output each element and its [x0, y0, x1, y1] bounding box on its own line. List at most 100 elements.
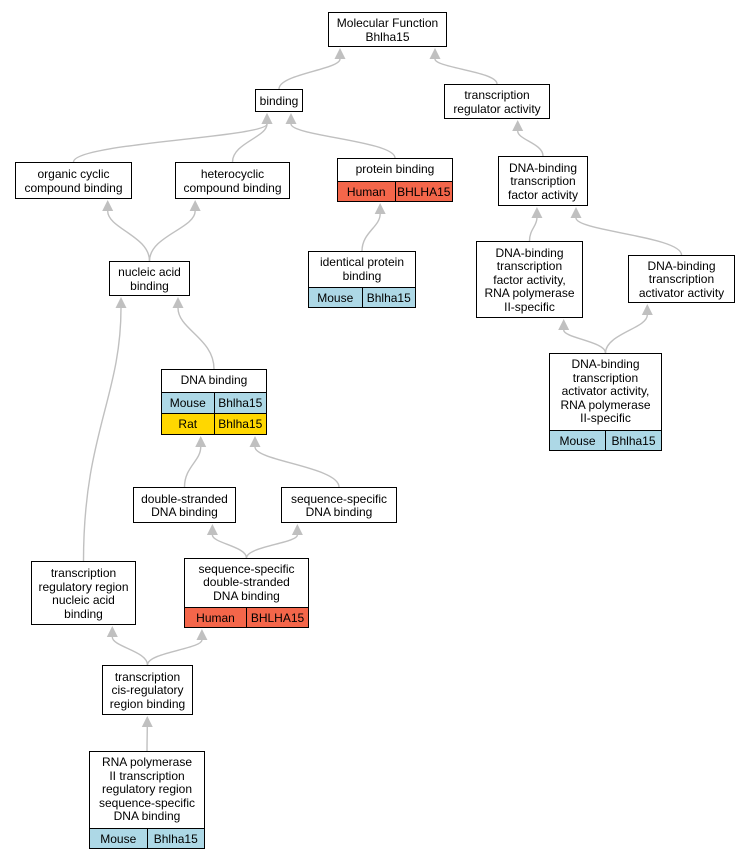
arrow-head-icon [206, 524, 218, 535]
go-term-label: binding [259, 93, 299, 108]
edge-line [575, 217, 683, 256]
go-term-node[interactable]: DNA-binding transcription factor activit… [498, 156, 588, 206]
arrow-head-icon [261, 113, 273, 124]
edge-line [177, 307, 215, 370]
edge-line [528, 217, 538, 242]
edge-line [82, 307, 122, 562]
go-term-node[interactable]: RNA polymerase II transcription regulato… [89, 751, 205, 849]
edge-line [254, 446, 340, 488]
gene-cell[interactable]: Bhlha15 [605, 431, 661, 450]
edge-line [72, 123, 268, 163]
go-term-node[interactable]: double-stranded DNA binding [133, 487, 236, 523]
arrow-head-icon [172, 297, 184, 308]
go-term-label: DNA-binding transcription activator acti… [638, 258, 725, 300]
go-term-label: transcription regulator activity [453, 88, 541, 116]
go-term-label: transcription cis-regulatory region bind… [109, 669, 186, 711]
edge-line [563, 329, 607, 354]
go-term-node[interactable]: DNA-binding transcription activator acti… [628, 255, 735, 303]
go-term-node[interactable]: transcription regulator activity [444, 84, 550, 119]
go-term-label: Molecular Function Bhlha15 [336, 16, 439, 44]
edge-line [278, 58, 341, 90]
edge-line [111, 636, 149, 666]
edge-line [231, 123, 268, 163]
arrow-head-icon [374, 203, 386, 214]
gene-cell[interactable]: Bhlha15 [361, 288, 415, 307]
edge-line [146, 639, 203, 666]
arrow-head-icon [196, 629, 208, 640]
species-cell: Human [185, 608, 246, 627]
go-term-label: DNA-binding transcription activator acti… [560, 357, 651, 426]
arrow-head-icon [291, 524, 303, 535]
edge-line [361, 213, 381, 252]
go-term-node[interactable]: nucleic acid binding [109, 261, 190, 296]
go-term-node[interactable]: binding [255, 89, 303, 112]
species-cell: Mouse [550, 431, 605, 450]
arrow-head-icon [106, 626, 118, 637]
arrow-head-icon [429, 48, 441, 59]
arrow-head-icon [141, 716, 153, 727]
go-term-node[interactable]: sequence-specific DNA binding [281, 487, 397, 523]
go-term-label: RNA polymerase II transcription regulato… [98, 755, 196, 824]
edge-line [183, 446, 202, 488]
go-term-label: organic cyclic compound binding [24, 167, 123, 195]
arrow-head-icon [641, 304, 653, 315]
edge-line [604, 314, 648, 354]
go-term-label: transcription regulatory region nucleic … [38, 566, 129, 621]
gene-cell[interactable]: Bhlha15 [213, 414, 266, 434]
edge-line [434, 58, 498, 85]
edge-line [290, 123, 396, 159]
go-term-label: nucleic acid binding [118, 265, 181, 293]
go-term-label: protein binding [355, 162, 435, 177]
go-term-label: double-stranded DNA binding [141, 491, 228, 519]
go-term-label: DNA-binding transcription factor activit… [507, 160, 579, 202]
arrow-head-icon [334, 48, 346, 59]
edge-line [517, 130, 544, 157]
arrow-head-icon [195, 436, 207, 447]
go-term-node[interactable]: DNA-binding transcription activator acti… [549, 353, 662, 451]
edge-line [245, 534, 299, 559]
go-term-label: identical protein binding [319, 255, 405, 283]
edge-line [148, 210, 196, 262]
gene-cell[interactable]: BHLHA15 [246, 608, 308, 627]
arrow-head-icon [249, 436, 261, 447]
go-term-label: DNA-binding transcription factor activit… [484, 245, 575, 314]
go-term-node[interactable]: DNA-binding transcription factor activit… [476, 241, 583, 318]
arrow-head-icon [102, 200, 114, 211]
edge-line [211, 534, 248, 559]
arrow-head-icon [512, 120, 524, 131]
gene-cell[interactable]: BHLHA15 [394, 182, 452, 201]
gene-cell[interactable]: Bhlha15 [213, 393, 266, 413]
arrow-head-icon [558, 319, 570, 330]
go-term-node[interactable]: Molecular Function Bhlha15 [328, 12, 447, 47]
go-term-label: sequence-specific double-stranded DNA bi… [198, 561, 295, 603]
species-cell: Mouse [90, 829, 147, 848]
go-term-node[interactable]: transcription cis-regulatory region bind… [102, 665, 193, 715]
arrow-head-icon [531, 207, 543, 218]
go-term-node[interactable]: transcription regulatory region nucleic … [31, 561, 136, 625]
go-term-node[interactable]: heterocyclic compound binding [175, 162, 290, 199]
species-cell: Human [338, 182, 395, 201]
arrow-head-icon [570, 207, 582, 218]
go-term-node[interactable]: organic cyclic compound binding [15, 162, 132, 199]
species-cell: Rat [162, 414, 214, 434]
edge-line [107, 210, 151, 262]
species-cell: Mouse [162, 393, 214, 413]
arrow-head-icon [115, 297, 127, 308]
gene-cell[interactable]: Bhlha15 [146, 829, 204, 848]
arrow-head-icon [189, 200, 201, 211]
go-term-label: sequence-specific DNA binding [290, 491, 388, 519]
go-term-node[interactable]: sequence-specific double-stranded DNA bi… [184, 558, 309, 628]
arrow-head-icon [285, 113, 297, 124]
